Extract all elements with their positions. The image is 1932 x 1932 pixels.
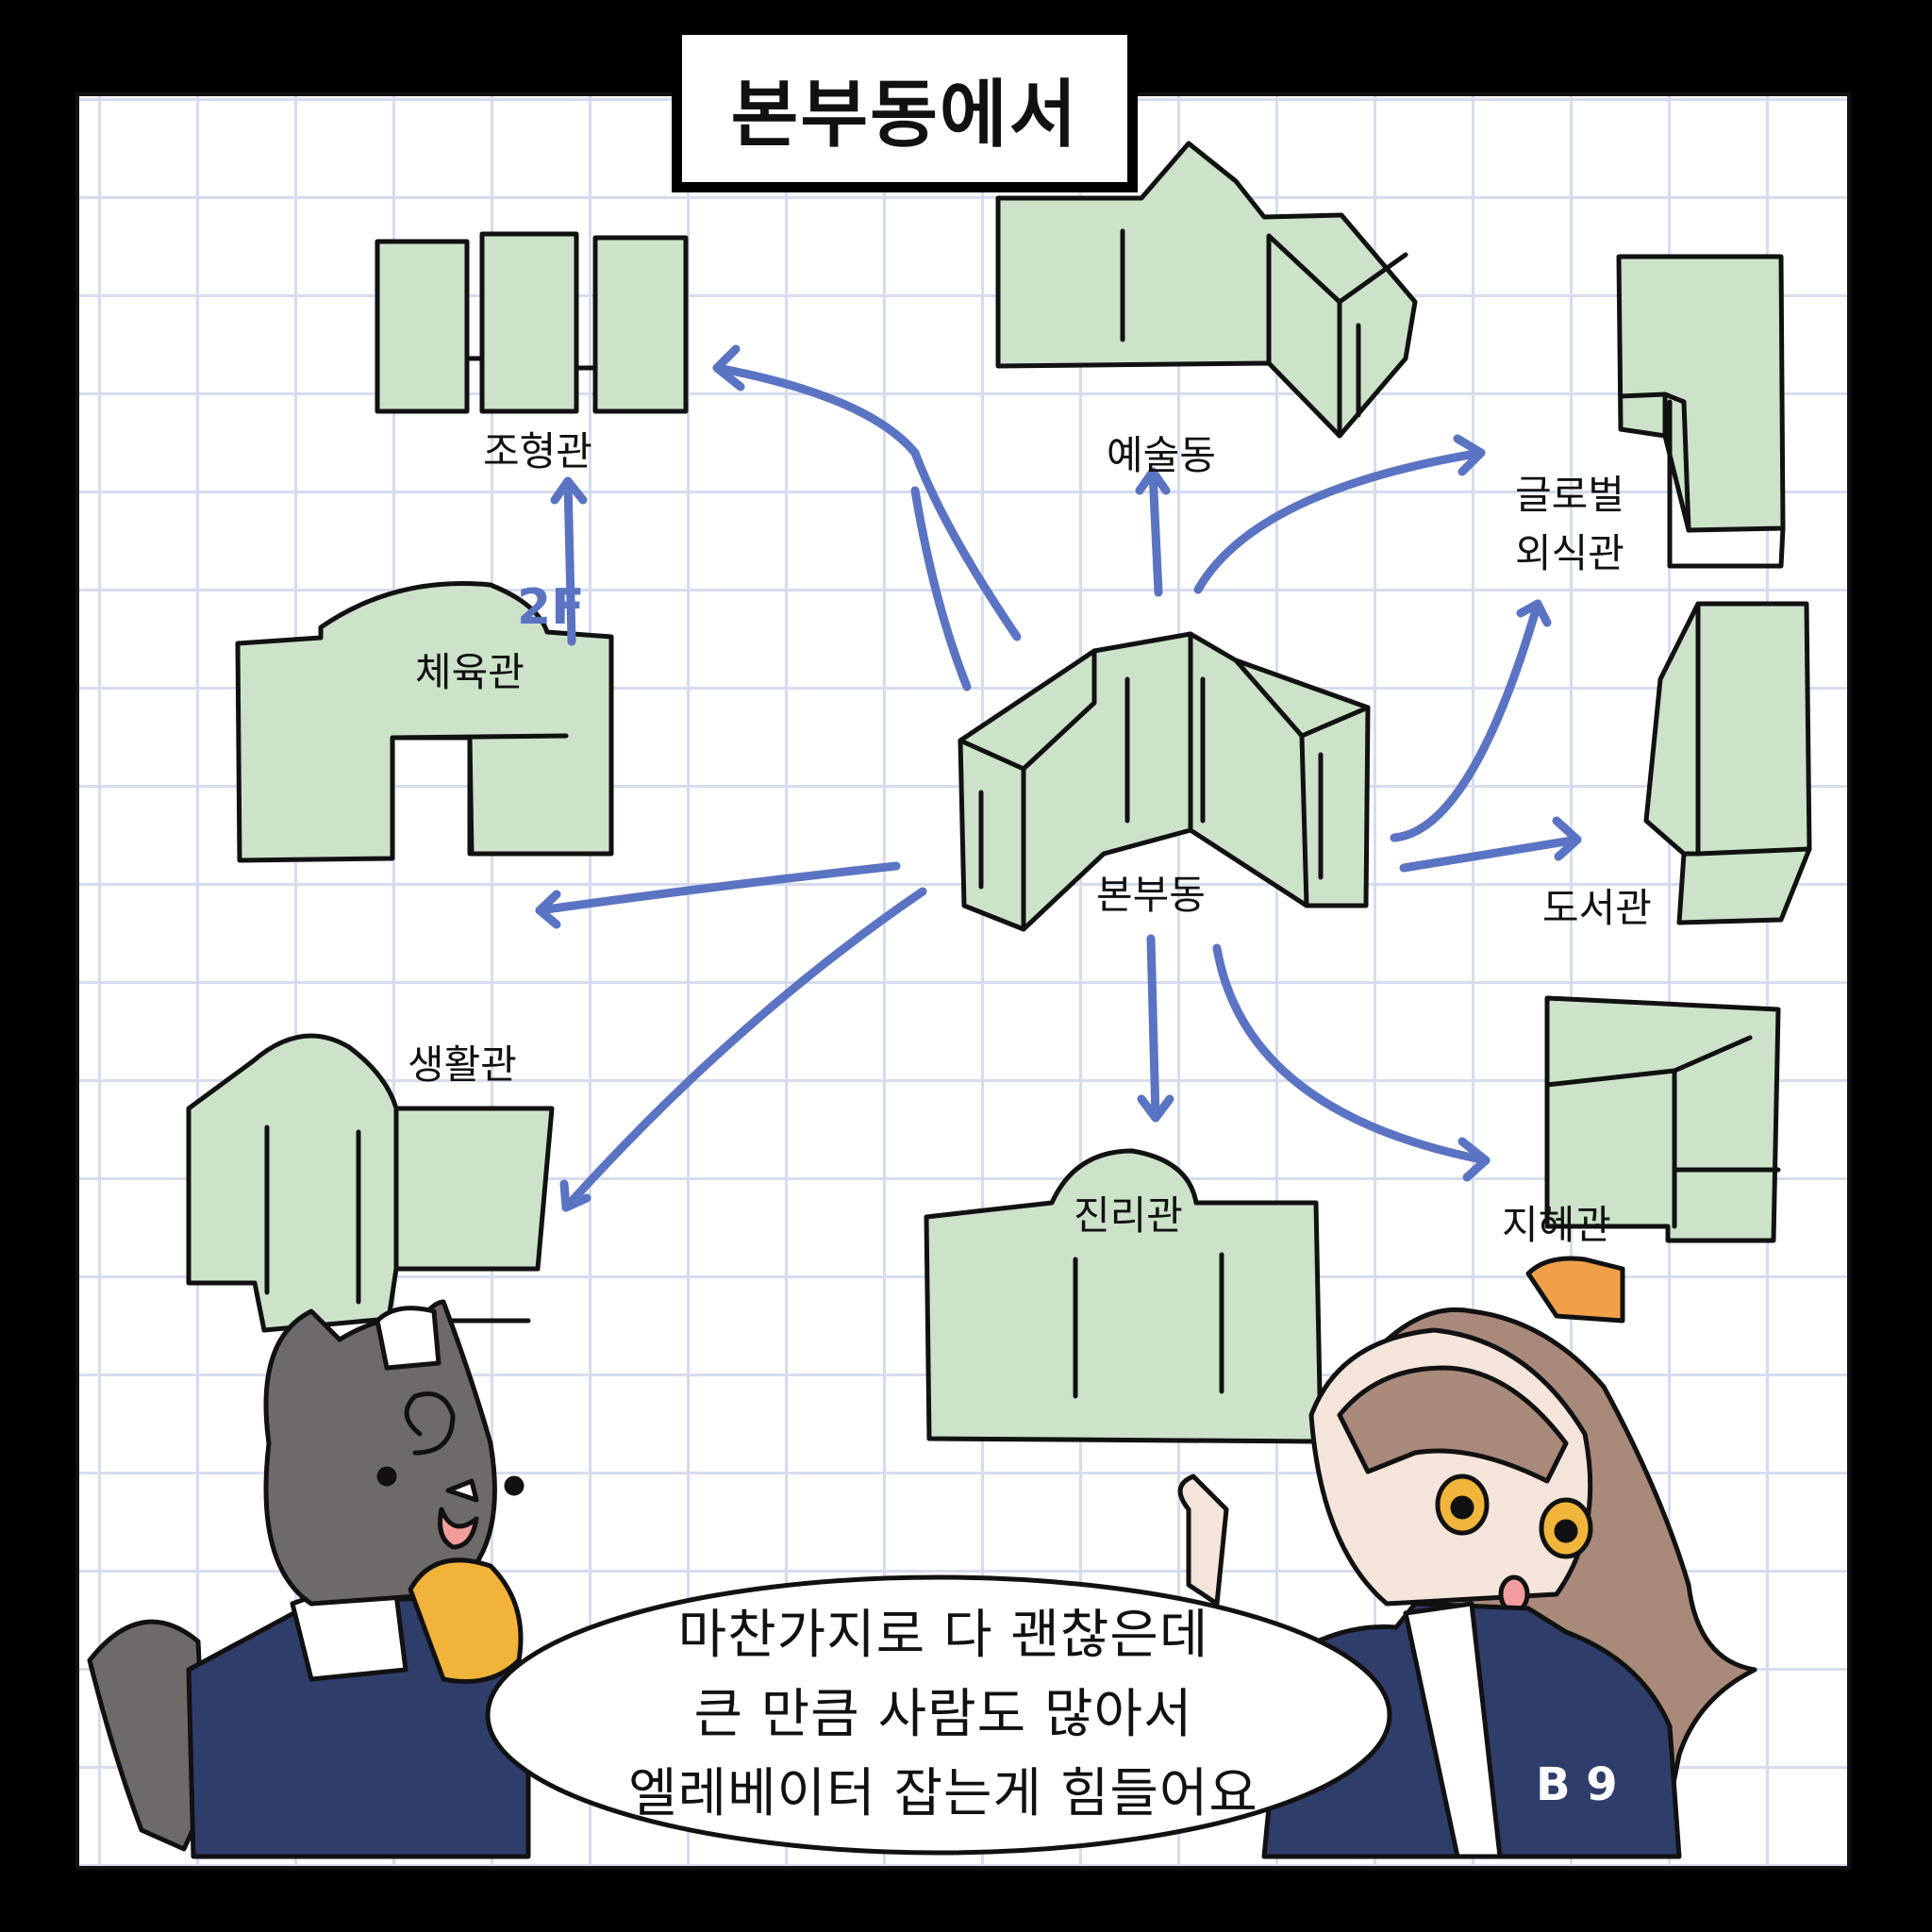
label-living: 생활관 bbox=[408, 1041, 517, 1088]
speech-line-1: 마찬가지로 다 괜찮은데 bbox=[677, 1605, 1209, 1666]
building-sports bbox=[235, 580, 614, 863]
speech-bubble: 마찬가지로 다 괜찮은데 큰 만큼 사람도 많아서 엘레베이터 잡는게 힘들어요 bbox=[491, 1574, 1396, 1857]
label-headquarters: 본부동 bbox=[1096, 872, 1206, 918]
building-formative bbox=[375, 231, 689, 414]
speech-line-3: 엘레베이터 잡는게 힘들어요 bbox=[628, 1763, 1258, 1824]
label-library: 도서관 bbox=[1542, 885, 1652, 931]
speech-line-2: 큰 만큼 사람도 많아서 bbox=[693, 1684, 1193, 1745]
character-cat bbox=[87, 1299, 531, 1859]
label-formative: 조형관 bbox=[483, 428, 592, 475]
label-global-line1: 글로벌 bbox=[1515, 472, 1624, 518]
label-arts: 예술동 bbox=[1107, 432, 1216, 478]
route-arrows bbox=[535, 344, 1582, 1212]
label-sports: 체육관 bbox=[415, 649, 525, 695]
building-arts bbox=[995, 141, 1418, 439]
building-wisdom bbox=[1544, 995, 1781, 1243]
jacket-letters: B 9 bbox=[1536, 1758, 1618, 1811]
building-headquarters bbox=[958, 631, 1371, 932]
building-library bbox=[1643, 601, 1812, 925]
speech-bubble-shape bbox=[485, 1574, 1392, 1856]
label-floor-2f: 2F bbox=[517, 579, 585, 636]
label-global-line2: 외식관 bbox=[1515, 530, 1624, 576]
page-title: 본부동에서 bbox=[730, 73, 1079, 158]
building-global bbox=[1616, 254, 1786, 569]
title-box: 본부동에서 bbox=[672, 25, 1138, 192]
label-truth: 진리관 bbox=[1074, 1192, 1183, 1239]
building-truth bbox=[924, 1148, 1324, 1444]
character-girl bbox=[1177, 1256, 1757, 1859]
label-wisdom: 지혜관 bbox=[1502, 1202, 1611, 1248]
